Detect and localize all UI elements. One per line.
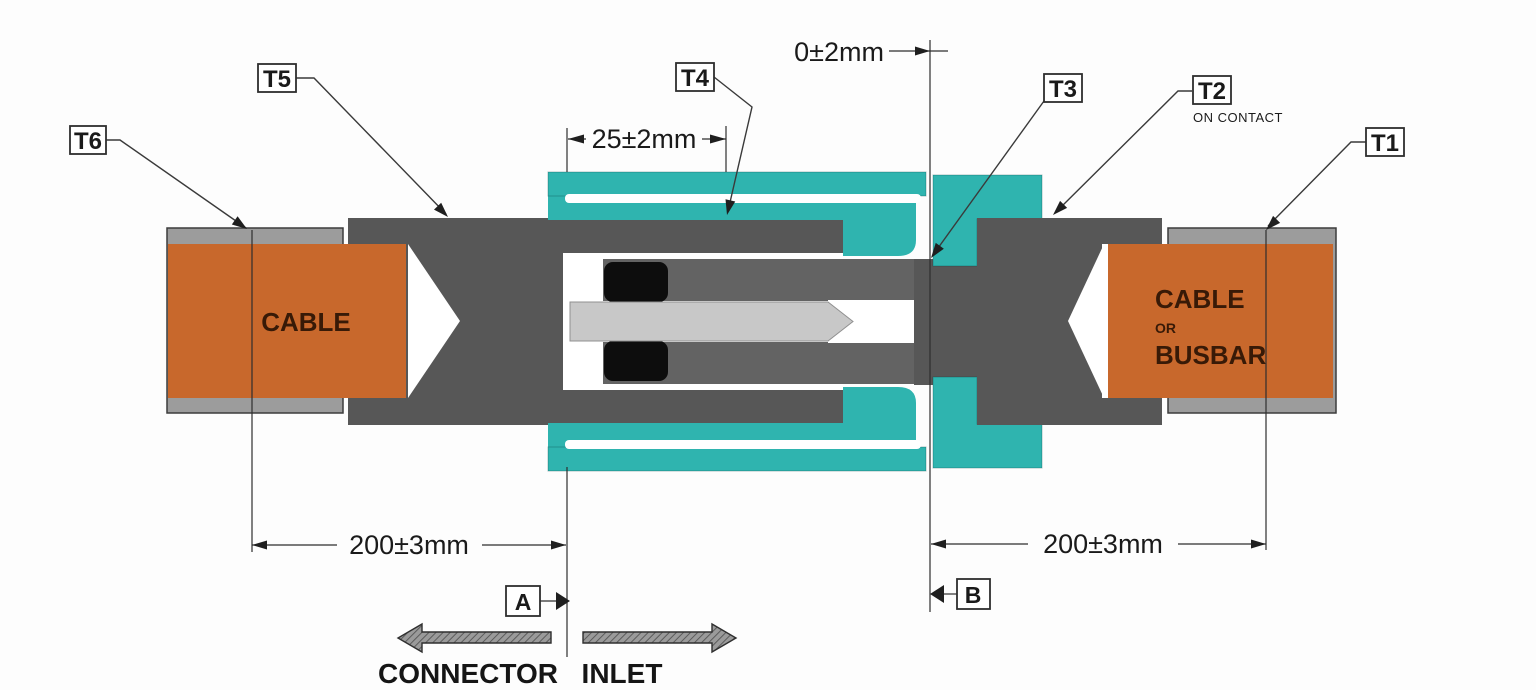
temperature-labels: T6 T5 T4 T3 T2 ON CONTACT T1 <box>69 62 1405 258</box>
right-terminal-arm <box>914 259 977 385</box>
t4-label: T4 <box>681 65 710 92</box>
dimension-right-cable: 200±3mm <box>931 529 1266 559</box>
connector-top-arm <box>548 219 843 253</box>
t1-arrowhead <box>1266 215 1281 230</box>
t4-leader <box>713 76 753 212</box>
t2-label: T2 <box>1198 78 1226 105</box>
housing-lower-band <box>547 446 927 472</box>
datum-a-text: A <box>515 589 532 615</box>
datum-a-box <box>505 585 541 617</box>
t4-label-box <box>675 62 715 92</box>
inlet-depth-dim-text: 25±2mm <box>592 124 697 154</box>
left-cable-label: CABLE <box>261 307 351 337</box>
contact-pin <box>569 301 854 342</box>
right-cable-label-line1: CABLE <box>1155 284 1245 314</box>
right-cable-seam <box>1102 244 1108 398</box>
t1-leader <box>1267 141 1366 227</box>
t5-arrowhead <box>433 202 448 217</box>
t4-arrowhead <box>725 199 736 215</box>
t2-arrowhead <box>1053 200 1068 215</box>
t2-note: ON CONTACT <box>1193 110 1283 125</box>
t2-label-box <box>1192 75 1232 105</box>
upper-gap-line <box>563 253 843 259</box>
housing-upper-band <box>547 171 927 197</box>
left-cable-arrow-right <box>551 540 566 550</box>
right-cable-text-bg <box>1028 530 1178 558</box>
contact-gap-dim-text: 0±2mm <box>794 37 884 67</box>
housing-upper-wall <box>843 202 916 256</box>
t6-leader <box>106 139 247 229</box>
right-cable-assembly <box>977 218 1337 425</box>
left-cable-entry-gap <box>408 244 460 398</box>
datum-b-text: B <box>965 582 982 608</box>
t1-label-box <box>1365 127 1405 157</box>
datum-b-box <box>956 578 991 610</box>
t3-label-box <box>1043 73 1083 103</box>
datum-b-flag <box>930 585 944 603</box>
right-cable-dim-text: 200±3mm <box>1043 529 1163 559</box>
datum-a-marker: A <box>505 585 570 617</box>
t6-arrowhead <box>231 216 247 229</box>
housing-lower-wall <box>843 387 916 441</box>
cable-seal-lower <box>604 341 668 381</box>
inlet-direction-label: INLET <box>582 658 663 689</box>
housing-lower-slot <box>565 440 921 449</box>
inlet-depth-arrow-right <box>710 134 726 144</box>
connector-direction-arrow <box>396 622 552 654</box>
cable-seal-upper <box>604 262 668 302</box>
t5-leader <box>296 77 447 215</box>
t6-label-box <box>69 125 107 155</box>
inlet-direction-arrow <box>582 622 738 654</box>
dimension-inlet-depth: 25±2mm <box>568 124 726 154</box>
right-cable-arrow-right <box>1251 539 1266 549</box>
datum-b-marker: B <box>930 578 991 610</box>
t6-label: T6 <box>74 128 102 155</box>
right-cable-label-line2: OR <box>1155 320 1176 336</box>
left-cable-text-bg <box>337 531 482 559</box>
right-cable-conductor <box>1108 244 1333 398</box>
lower-gap-line <box>563 384 843 390</box>
t1-label: T1 <box>1371 130 1399 157</box>
connector-bottom-arm <box>548 390 843 424</box>
t3-label: T3 <box>1049 76 1077 103</box>
t5-label: T5 <box>263 66 291 93</box>
datum-a-flag <box>556 592 570 610</box>
t3-leader <box>932 100 1045 256</box>
inlet-housing <box>547 171 1043 472</box>
dimension-left-cable: 200±3mm <box>252 530 566 560</box>
contact-gap-arrow <box>915 46 930 56</box>
right-cable-arrow-left <box>931 539 946 549</box>
left-cable-dim-text: 200±3mm <box>349 530 469 560</box>
left-cable-arrow-left <box>252 540 267 550</box>
t2-leader <box>1055 90 1192 213</box>
t5-label-box <box>257 63 297 93</box>
reference-lines <box>251 40 1267 657</box>
direction-indicators: CONNECTOR INLET <box>378 622 738 689</box>
left-cable-assembly <box>166 218 575 425</box>
dimension-contact-gap: 0±2mm <box>794 37 948 67</box>
housing-upper-slot <box>565 194 921 203</box>
right-cable-entry-gap <box>1068 244 1104 398</box>
connector-direction-label: CONNECTOR <box>378 658 558 689</box>
left-cable-conductor <box>168 244 406 398</box>
t3-arrowhead <box>931 242 944 258</box>
inlet-depth-text-bg <box>586 125 702 153</box>
inlet-depth-arrow-left <box>568 134 584 144</box>
right-cable-label-line3: BUSBAR <box>1155 340 1266 370</box>
left-connector-internals <box>548 219 977 424</box>
